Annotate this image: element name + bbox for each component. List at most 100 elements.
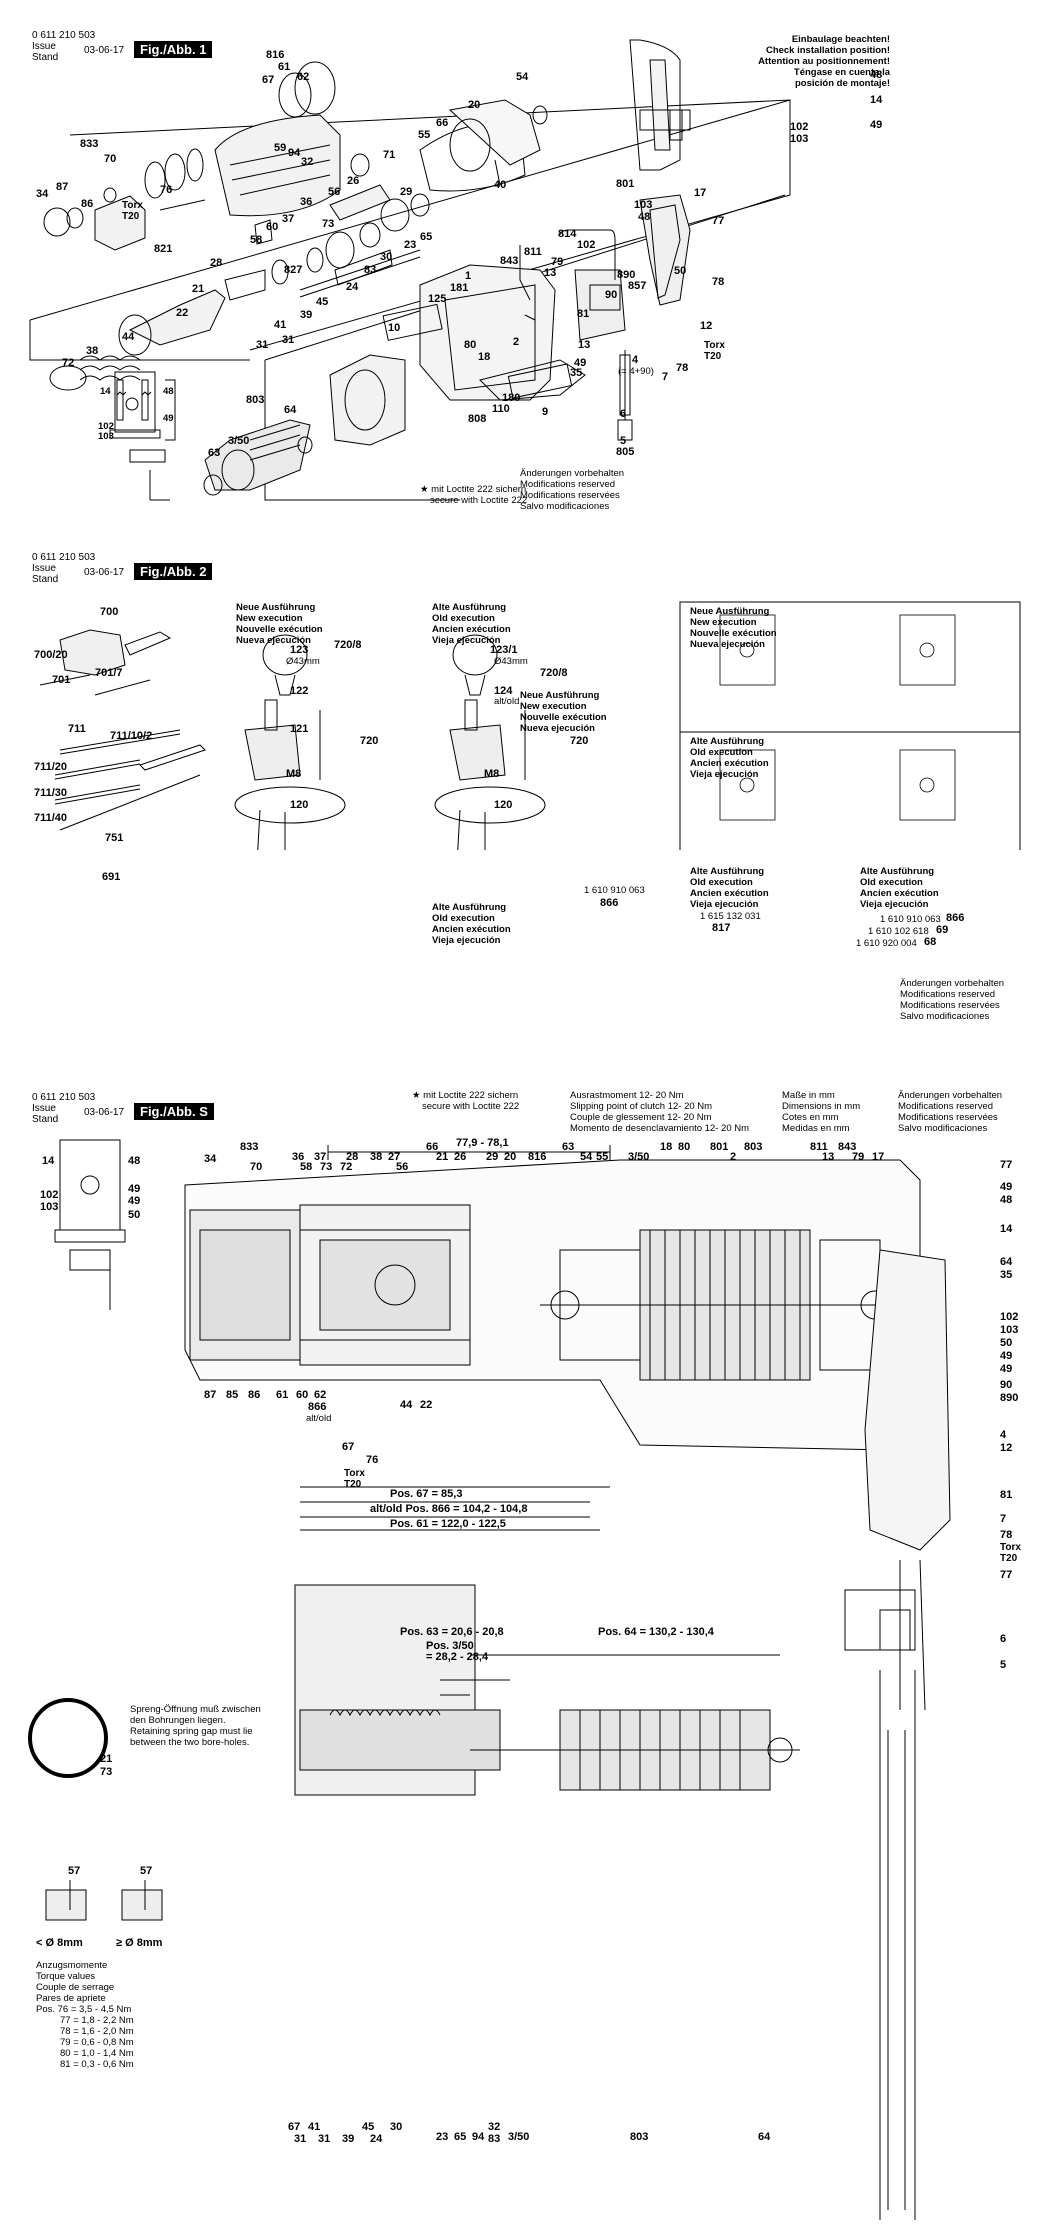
mods-line: Modifications reservées: [520, 490, 620, 501]
part-label: 34: [204, 1153, 217, 1165]
part-label: 63: [562, 1141, 575, 1153]
part-label: 691: [102, 871, 121, 883]
exec-line: Vieja ejecución: [432, 635, 501, 646]
top-label-row: 34 833 70 36 58 37 73 72 28 38 27 56 66 …: [200, 1142, 900, 1182]
part-label: 44: [400, 1399, 413, 1411]
old-exec-note-3: Alte Ausführung Old execution Ancien exé…: [690, 866, 769, 910]
spring-line: Spreng-Öffnung muß zwischen: [130, 1704, 261, 1715]
part-label: 124: [494, 685, 513, 697]
bottom-label-row: 87 85 86 61 60 62 866 alt/old 44 22: [200, 1390, 500, 1430]
torque-title-line: Pares de apriete: [36, 1993, 106, 2004]
clutch-line: Slipping point of clutch 12- 20 Nm: [570, 1101, 713, 1112]
exec-line: Nueva ejecución: [690, 639, 765, 650]
part-label: 2: [513, 336, 520, 348]
old-exec-note-2: Alte Ausführung Old execution Ancien exé…: [432, 902, 511, 946]
part-label: 4: [632, 354, 639, 366]
part-label: 49: [1000, 1363, 1013, 1375]
mods-line: Änderungen vorbehalten: [898, 1090, 1003, 1101]
exec-line: Alte Ausführung: [860, 866, 935, 877]
part-label: 13: [822, 1151, 835, 1163]
torque-row: 80 = 1,0 - 1,4 Nm: [60, 2048, 134, 2059]
part-label: 13: [544, 267, 557, 279]
part-label: 26: [347, 175, 360, 187]
part-label: 86: [81, 198, 94, 210]
part-label: 701/7: [95, 667, 123, 679]
part-label: 45: [362, 2121, 375, 2133]
part-label: 71: [383, 149, 396, 161]
part-label: 720: [570, 735, 589, 747]
wire-label: 14: [100, 386, 111, 397]
torque-title-line: Anzugsmomente: [36, 1960, 108, 1971]
part-label: 35: [570, 367, 583, 379]
part-label: 44: [122, 331, 135, 343]
torque-row: Pos. 76 = 3,5 - 4,5 Nm: [36, 2004, 132, 2015]
part-label: 811: [524, 246, 542, 258]
issue-date: 03-06-17: [84, 45, 125, 56]
part-label: 90: [1000, 1379, 1013, 1391]
exec-line: Neue Ausführung: [520, 690, 600, 701]
exec-line: Nouvelle exécution: [520, 712, 607, 723]
part-label: 72: [62, 357, 75, 369]
part-label: 711/20: [34, 761, 68, 773]
loctite-line: secure with Loctite 222: [422, 1101, 520, 1112]
spring-note: Spreng-Öffnung muß zwischen den Bohrunge…: [130, 1704, 261, 1748]
torque-row: 81 = 0,3 - 0,6 Nm: [60, 2059, 134, 2070]
part-label: 28: [346, 1151, 359, 1163]
part-label: 22: [176, 307, 189, 319]
torque-row: 77 = 1,8 - 2,2 Nm: [60, 2015, 134, 2026]
part-label: 79: [852, 1151, 865, 1163]
part-label: 27: [388, 1151, 401, 1163]
part-label: 7: [1000, 1513, 1007, 1525]
torque-row: 79 = 0,6 - 0,8 Nm: [60, 2037, 134, 2048]
part-label: 77: [1000, 1159, 1013, 1171]
part-label: 72: [340, 1161, 353, 1173]
part-label: 83: [364, 264, 377, 276]
part-label: alt/old: [306, 1413, 332, 1424]
part-label: 41: [308, 2121, 321, 2133]
part-label: 90: [605, 289, 618, 301]
exec-line: New execution: [520, 701, 587, 712]
part-label: 17: [872, 1151, 885, 1163]
part-label: 7: [662, 371, 669, 383]
part-label: 70: [104, 153, 117, 165]
torque-table: Anzugsmomente Torque values Couple de se…: [36, 1960, 134, 2070]
part-label: 711: [68, 723, 86, 735]
install-note-line: Einbaulage beachten!: [791, 34, 890, 45]
mods-line: Modifications reservées: [898, 1112, 998, 1123]
part-label: 37: [282, 213, 295, 225]
part-label: 720: [360, 735, 379, 747]
part-label: 58: [250, 234, 263, 246]
loctite-line: ★ mit Loctite 222 sichern: [420, 484, 527, 495]
part-label: (= 4+90): [618, 366, 654, 377]
part-label: 77: [1000, 1569, 1013, 1581]
part-label: 56: [328, 186, 341, 198]
part-label: 29: [400, 186, 413, 198]
part-label: 34: [36, 188, 49, 200]
part-label: 123: [290, 644, 309, 656]
part-label: 711/10/2: [110, 730, 153, 742]
part-label: 67: [288, 2121, 301, 2133]
part-label: 890: [1000, 1392, 1019, 1404]
part-number-ref: 1 615 132 031: [700, 911, 761, 922]
part-label: 49: [574, 357, 587, 369]
part-number: 0 611 210 503: [32, 552, 96, 563]
spring-line: den Bohrungen liegen.: [130, 1715, 226, 1726]
part-label: 720/8: [334, 639, 362, 651]
dimension-label: Pos. 63 = 20,6 - 20,8: [400, 1626, 504, 1638]
part-label: 821: [154, 243, 173, 255]
mods-line: Modifications reserved: [900, 989, 996, 1000]
clutch-line: Momento de desenclavamiento 12- 20 Nm: [570, 1123, 750, 1134]
modifications-note: Änderungen vorbehalten Modifications res…: [900, 978, 1004, 1022]
part-label: 66: [436, 117, 449, 129]
part-label: 801: [710, 1141, 729, 1153]
part-label: 31: [282, 334, 295, 346]
part-label: 121: [290, 723, 309, 735]
wire-label: 50: [128, 1209, 141, 1221]
part-label: 711/30: [34, 787, 68, 799]
part-number: 0 611 210 503: [32, 30, 96, 41]
exec-line: Old execution: [860, 877, 923, 888]
part-label: 81: [577, 308, 590, 320]
part-label: 39: [342, 2133, 355, 2145]
figure-title: Fig./Abb. 1: [134, 41, 213, 58]
exec-line: Vieja ejecución: [690, 769, 759, 780]
